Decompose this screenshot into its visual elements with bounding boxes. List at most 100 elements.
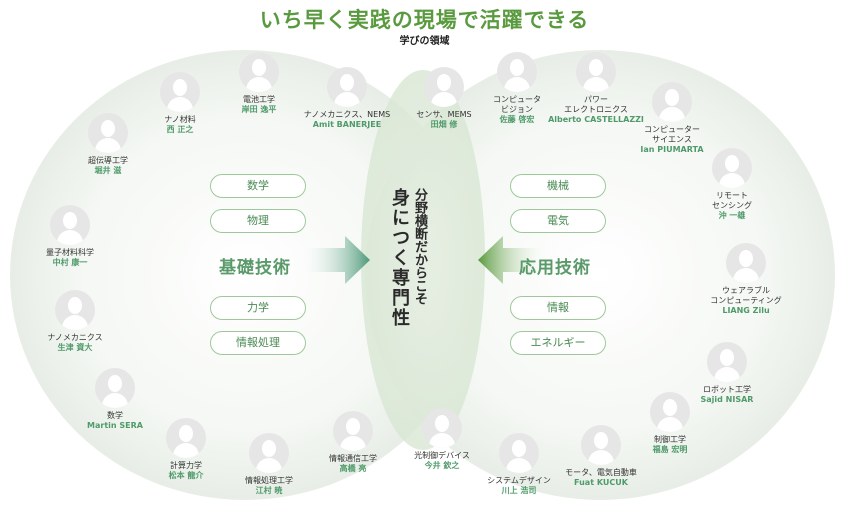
- faculty-card: 量子材料科学 中村 康一: [0, 205, 140, 268]
- faculty-name: Fuat KUCUK: [574, 478, 628, 487]
- faculty-name: Sajid NISAR: [700, 395, 754, 404]
- faculty-role: コンピューター サイエンス: [644, 125, 700, 144]
- right-arrow: [478, 236, 548, 284]
- faculty-name: 福島 宏明: [652, 445, 688, 454]
- faculty-name: Amit BANERJEE: [312, 120, 382, 129]
- faculty-role: ナノ材料: [164, 115, 196, 124]
- avatar-icon: [650, 392, 690, 432]
- faculty-role: ナノメカニクス: [47, 333, 103, 342]
- avatar-icon: [95, 368, 135, 408]
- faculty-name: 川上 浩司: [501, 486, 537, 495]
- avatar-icon: [707, 342, 747, 382]
- faculty-name: 生津 資大: [57, 343, 93, 352]
- faculty-card: ナノメカニクス、NEMS Amit BANERJEE: [277, 67, 417, 130]
- avatar-icon: [726, 243, 766, 283]
- left-item-math: 数学: [210, 174, 306, 198]
- avatar-icon: [249, 433, 289, 473]
- faculty-card: モータ、電気自動車 Fuat KUCUK: [531, 425, 671, 488]
- faculty-role: 量子材料科学: [46, 248, 94, 257]
- faculty-role: ウェアラブル コンピューティング: [710, 286, 782, 305]
- faculty-role: モータ、電気自動車: [565, 468, 637, 477]
- faculty-card: 超伝導工学 堀井 滋: [38, 113, 178, 176]
- faculty-card: ナノメカニクス 生津 資大: [5, 290, 145, 353]
- faculty-name: Ian PIUMARTA: [640, 145, 704, 154]
- page-title: いち早く実践の現場で活躍できる: [259, 8, 590, 32]
- faculty-role: システムデザイン: [487, 476, 551, 485]
- faculty-card: 情報通信工学 高橋 亮: [283, 411, 423, 474]
- left-heading: 基礎技術: [219, 258, 291, 278]
- right-item-information: 情報: [510, 296, 606, 320]
- right-item-energy: エネルギー: [510, 331, 606, 355]
- faculty-card: 光制御デバイス 今井 欽之: [372, 408, 512, 471]
- faculty-card: 情報処理工学 江村 暁: [199, 433, 339, 496]
- faculty-role: 計算力学: [170, 461, 202, 470]
- avatar-icon: [581, 425, 621, 465]
- faculty-role: コンピュータ ビジョン: [493, 95, 541, 114]
- faculty-card: 制御工学 福島 宏明: [600, 392, 740, 455]
- avatar-icon: [160, 72, 200, 112]
- faculty-name: 沖 一雄: [718, 211, 746, 220]
- faculty-role: 光制御デバイス: [414, 451, 470, 460]
- faculty-name: 岸田 逸平: [241, 105, 277, 114]
- left-item-info-processing: 情報処理: [210, 331, 306, 355]
- faculty-card: ウェアラブル コンピューティング LIANG Zilu: [676, 243, 816, 316]
- faculty-card: 電池工学 岸田 逸平: [189, 52, 329, 115]
- faculty-role: リモート センシング: [712, 191, 752, 210]
- faculty-card: ロボット工学 Sajid NISAR: [657, 342, 797, 405]
- faculty-card: パワー エレクトロニクス Alberto CASTELLAZZI: [526, 52, 666, 125]
- faculty-role: センサ、MEMS: [416, 110, 472, 119]
- faculty-name: 田畑 修: [430, 120, 458, 129]
- avatar-icon: [712, 148, 752, 188]
- faculty-role: 数学: [107, 411, 123, 420]
- right-item-electrical: 電気: [510, 209, 606, 233]
- faculty-name: 中村 康一: [52, 258, 88, 267]
- faculty-role: パワー エレクトロニクス: [564, 95, 628, 114]
- avatar-icon: [333, 411, 373, 451]
- right-item-mechanical: 機械: [510, 174, 606, 198]
- center-text-large: 身につく専門性: [389, 188, 410, 328]
- faculty-card: システムデザイン 川上 浩司: [449, 433, 589, 496]
- faculty-name: 今井 欽之: [424, 461, 460, 470]
- faculty-name: 佐藤 啓宏: [499, 115, 535, 124]
- center-text-small: 分野横断だからこそ: [412, 188, 427, 305]
- faculty-role: 制御工学: [654, 435, 686, 444]
- faculty-name: Alberto CASTELLAZZI: [548, 115, 644, 124]
- faculty-name: 西 正之: [166, 125, 194, 134]
- faculty-name: 高橋 亮: [339, 464, 367, 473]
- faculty-card: コンピューター サイエンス Ian PIUMARTA: [602, 82, 742, 155]
- faculty-name: 松本 龍介: [168, 471, 204, 480]
- faculty-role: 超伝導工学: [88, 156, 128, 165]
- page-subtitle: 学びの領域: [399, 36, 450, 47]
- faculty-role: 情報処理工学: [245, 476, 293, 485]
- avatar-icon: [422, 408, 462, 448]
- avatar-icon: [327, 67, 367, 107]
- faculty-role: 電池工学: [243, 95, 275, 104]
- avatar-icon: [576, 52, 616, 92]
- faculty-card: センサ、MEMS 田畑 修: [374, 67, 514, 130]
- left-item-mechanics: 力学: [210, 296, 306, 320]
- faculty-role: ロボット工学: [703, 385, 751, 394]
- faculty-name: Martin SERA: [87, 421, 143, 430]
- faculty-card: ナノ材料 西 正之: [110, 72, 250, 135]
- avatar-icon: [88, 113, 128, 153]
- avatar-icon: [166, 418, 206, 458]
- faculty-role: ナノメカニクス、NEMS: [303, 110, 391, 119]
- avatar-icon: [50, 205, 90, 245]
- avatar-icon: [55, 290, 95, 330]
- right-heading: 応用技術: [519, 258, 591, 278]
- faculty-card: コンピュータ ビジョン 佐藤 啓宏: [447, 52, 587, 125]
- faculty-name: 江村 暁: [255, 486, 283, 495]
- faculty-card: リモート センシング 沖 一雄: [662, 148, 802, 221]
- avatar-icon: [652, 82, 692, 122]
- overlap-area: [361, 70, 485, 450]
- faculty-name: LIANG Zilu: [722, 306, 770, 315]
- avatar-icon: [499, 433, 539, 473]
- faculty-card: 数学 Martin SERA: [45, 368, 185, 431]
- faculty-role: 情報通信工学: [329, 454, 377, 463]
- left-arrow: [300, 236, 370, 284]
- avatar-icon: [239, 52, 279, 92]
- avatar-icon: [497, 52, 537, 92]
- left-item-physics: 物理: [210, 209, 306, 233]
- avatar-icon: [424, 67, 464, 107]
- faculty-card: 計算力学 松本 龍介: [116, 418, 256, 481]
